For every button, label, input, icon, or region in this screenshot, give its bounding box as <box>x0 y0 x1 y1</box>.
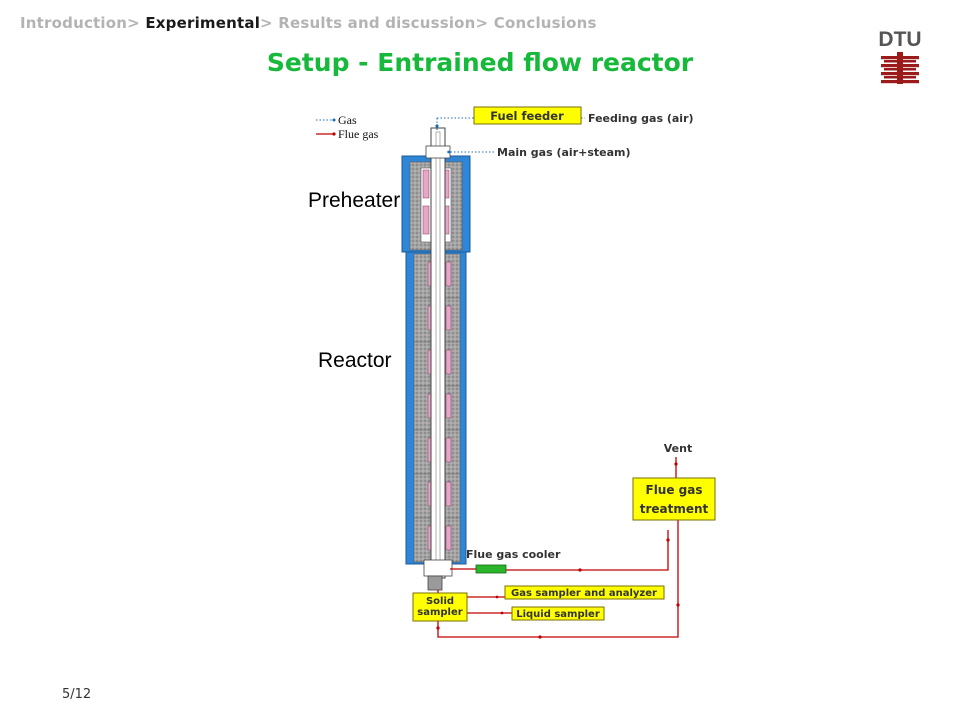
legend-flue-gas-label: Flue gas <box>338 127 379 141</box>
solid-sampler-label-line1: Solid <box>426 596 454 607</box>
gas-sampler-label: Gas sampler and analyzer <box>511 588 657 599</box>
page-title: Setup - Entrained flow reactor <box>266 48 694 77</box>
flow-arrow-return-up <box>676 603 680 607</box>
dtu-logo: DTU <box>878 28 922 84</box>
reactor-label: Reactor <box>318 349 392 372</box>
flow-arrow-gas-sampler <box>495 595 499 599</box>
liquid-sampler-label: Liquid sampler <box>516 609 600 620</box>
dtu-logo-text: DTU <box>878 28 921 51</box>
flow-arrow-return <box>538 635 542 639</box>
breadcrumb-introduction[interactable]: Introduction> <box>20 14 140 32</box>
flow-arrow-liquid-sampler <box>500 611 504 615</box>
flow-arrow-treatment-in <box>666 538 670 542</box>
solid-sampler-box <box>412 592 468 622</box>
flow-arrow-return-down <box>436 626 440 630</box>
page-number: 5/12 <box>62 687 92 702</box>
flue-gas-treatment-box <box>632 477 716 521</box>
main-gas-label: Main gas (air+steam) <box>497 146 631 159</box>
feeding-gas-label: Feeding gas (air) <box>588 112 694 125</box>
breadcrumb-results[interactable]: > Results and discussion> <box>260 14 489 32</box>
gas-sampler-box <box>504 585 665 600</box>
cooler-to-treatment-line <box>506 530 669 571</box>
legend-flue-gas-marker <box>332 132 336 136</box>
breadcrumb: Introduction> Experimental> Results and … <box>20 14 597 32</box>
feeding-gas-arrow <box>435 124 439 128</box>
flow-arrow-vent <box>674 462 678 466</box>
flue-gas-treatment-label-line1: Flue gas <box>646 483 703 497</box>
breadcrumb-conclusions[interactable]: Conclusions <box>493 14 597 32</box>
main-gas-arrow <box>447 150 451 154</box>
solid-sampler-label-line2: sampler <box>417 607 462 618</box>
preheater-label: Preheater <box>308 189 400 212</box>
legend-gas-marker <box>332 118 336 122</box>
flow-arrow-cooler-out <box>578 568 582 572</box>
breadcrumb-experimental[interactable]: Experimental <box>145 14 261 32</box>
vent-label: Vent <box>664 442 692 455</box>
fuel-feeder-box <box>473 106 582 125</box>
fuel-feeder-label: Fuel feeder <box>490 109 564 123</box>
flue-gas-cooler-label: Flue gas cooler <box>466 548 561 561</box>
reaction-tube <box>423 127 453 591</box>
liquid-sampler-box <box>511 606 605 621</box>
flue-gas-cooler <box>475 564 507 574</box>
legend-gas-label: Gas <box>338 113 357 127</box>
flue-gas-treatment-label-line2: treatment <box>640 502 709 516</box>
legend: Gas Flue gas <box>316 113 379 141</box>
